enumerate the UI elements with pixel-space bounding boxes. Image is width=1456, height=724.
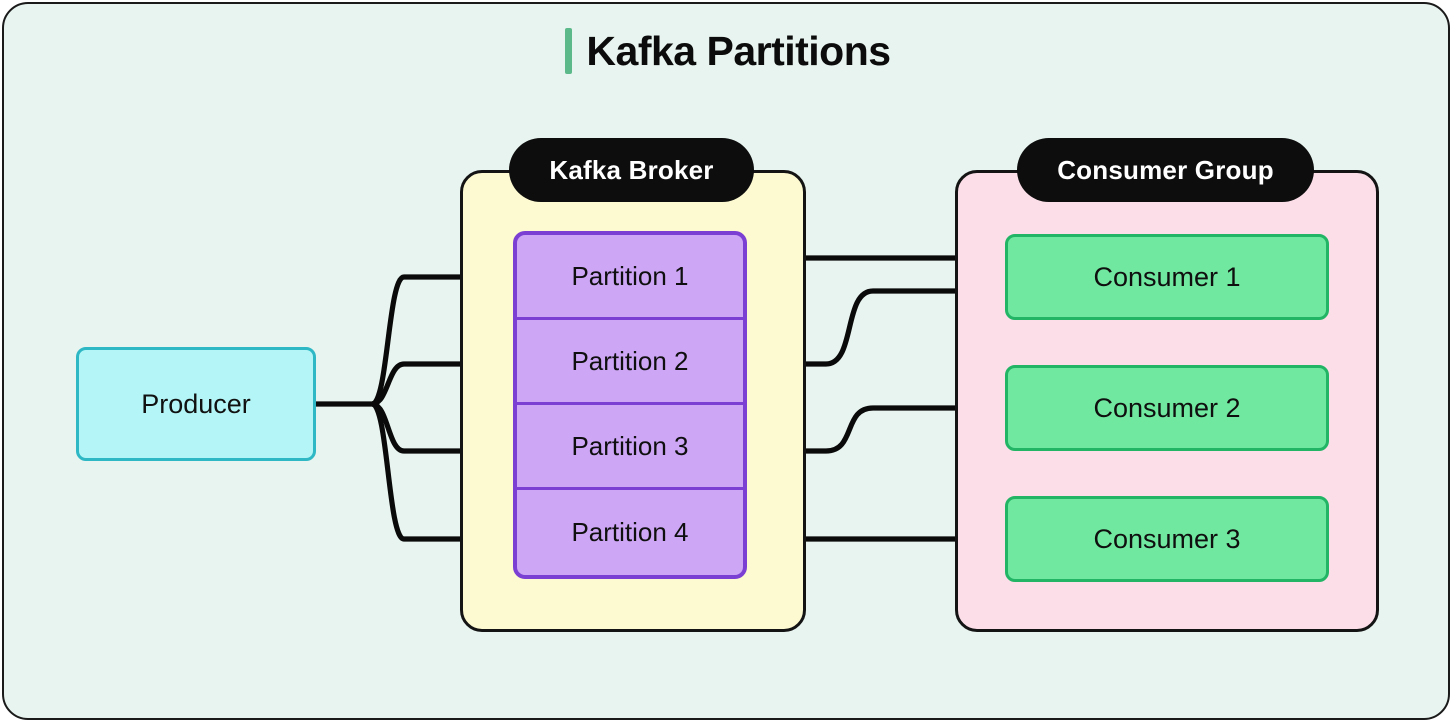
partition-stack: Partition 1 Partition 2 Partition 3 Part… <box>513 231 747 579</box>
partition-1-label: Partition 1 <box>571 260 689 291</box>
page-title: Kafka Partitions <box>0 20 1456 82</box>
consumer-group-pill-label: Consumer Group <box>1017 138 1314 202</box>
partition-4-label: Partition 4 <box>571 517 689 547</box>
consumer-3[interactable]: Consumer 3 <box>1005 496 1329 582</box>
page-title-text: Kafka Partitions <box>586 27 891 74</box>
partition-3-label: Partition 3 <box>571 430 689 461</box>
partition-2[interactable]: Partition 2 <box>517 320 743 405</box>
producer-label: Producer <box>141 388 251 419</box>
partition-2-label: Partition 2 <box>571 345 689 376</box>
consumer-1-label: Consumer 1 <box>1093 261 1241 292</box>
consumer-3-label: Consumer 3 <box>1093 523 1241 554</box>
partition-4[interactable]: Partition 4 <box>517 490 743 575</box>
consumer-2-label: Consumer 2 <box>1093 392 1241 423</box>
consumer-2[interactable]: Consumer 2 <box>1005 365 1329 451</box>
partition-1[interactable]: Partition 1 <box>517 235 743 320</box>
consumer-1[interactable]: Consumer 1 <box>1005 234 1329 320</box>
partition-3[interactable]: Partition 3 <box>517 405 743 490</box>
kafka-broker-pill-label: Kafka Broker <box>509 138 754 202</box>
producer-node[interactable]: Producer <box>76 347 316 461</box>
title-accent-bar <box>565 28 573 74</box>
